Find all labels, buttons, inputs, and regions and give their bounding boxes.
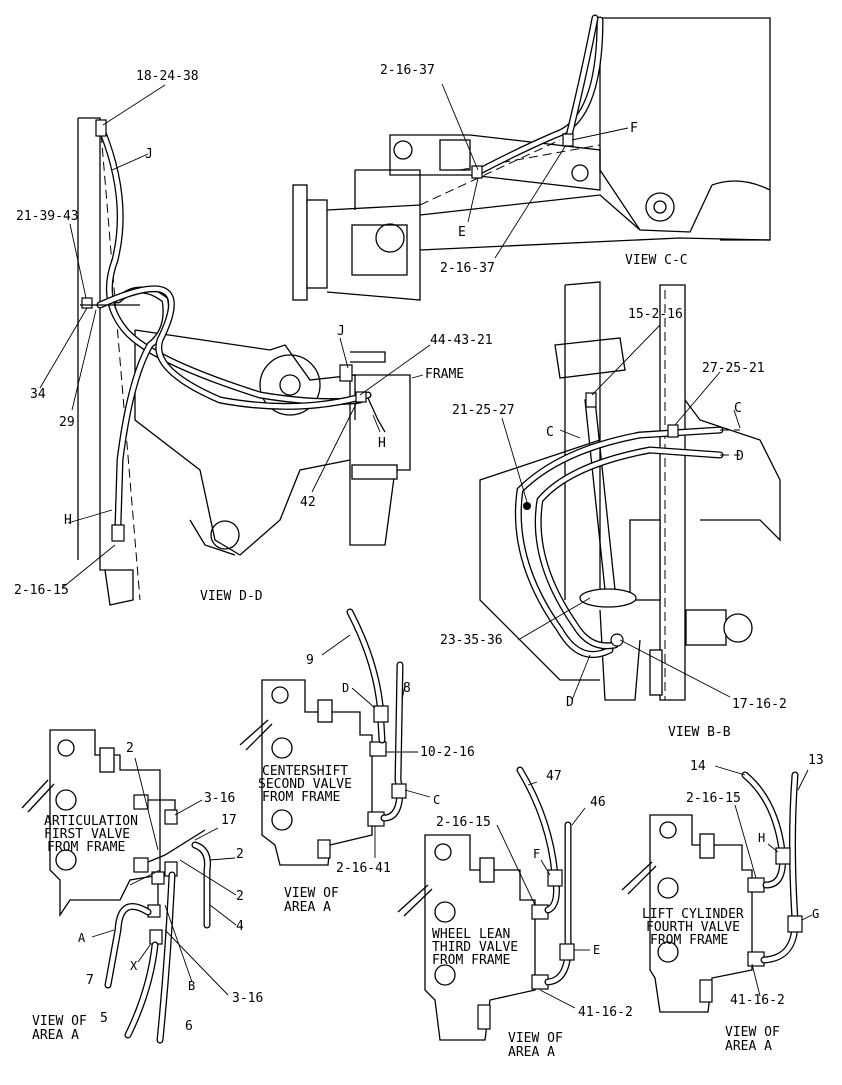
callout-d-d-h: H: [378, 436, 386, 451]
callout-d-d-18-24-38: 18-24-38: [136, 69, 199, 84]
view-area-a-2: 9 8 D 10-2-16 C 2-16-41 CENTERSHIFT SECO…: [239, 608, 475, 915]
callout-a1-a: A: [78, 931, 86, 945]
valve-label-a3-3: FROM FRAME: [432, 953, 510, 968]
view-title-a4-1: VIEW OF: [725, 1025, 780, 1040]
view-b-b: 15-2-16 27-25-21 C 21-25-27 C D 23-35-36…: [440, 281, 787, 740]
callout-b-b-15-2-16: 15-2-16: [628, 307, 683, 322]
callout-b-b-27-25-21: 27-25-21: [702, 361, 765, 376]
callout-d-d-42: 42: [300, 495, 316, 510]
callout-a2-d: D: [342, 681, 349, 695]
callout-a4-41-16-2: 41-16-2: [730, 993, 785, 1008]
callout-a2-8: 8: [403, 681, 411, 696]
view-title-b-b: VIEW B-B: [668, 725, 731, 740]
view-area-a-4: 14 13 2-16-15 H G 41-16-2 LIFT CYLINDER …: [621, 753, 824, 1054]
callout-d-d-34: 34: [30, 387, 46, 402]
callout-a2-9: 9: [306, 653, 314, 668]
view-title-a1-1: VIEW OF: [32, 1014, 87, 1029]
callout-a3-47: 47: [546, 769, 562, 784]
valve-label-a1-2: FIRST VALVE: [44, 827, 130, 842]
valve-label-a2-3: FROM FRAME: [262, 790, 340, 805]
callout-a1-6: 6: [185, 1019, 193, 1034]
callout-a1-5: 5: [100, 1011, 108, 1026]
callout-a2-2-16-41: 2-16-41: [336, 861, 391, 876]
callout-a4-2-16-15: 2-16-15: [686, 791, 741, 806]
view-title-a3-1: VIEW OF: [508, 1031, 563, 1046]
callout-a4-g: G: [812, 907, 819, 921]
callout-a4-13: 13: [808, 753, 824, 768]
valve-label-a3-2: THIRD VALVE: [432, 940, 518, 955]
view-title-a4-2: AREA A: [725, 1039, 772, 1054]
callout-a1-4: 4: [236, 919, 244, 934]
callout-b-b-d: D: [736, 449, 744, 464]
callout-b-b-17-16-2: 17-16-2: [732, 697, 787, 712]
callout-d-d-44-43-21: 44-43-21: [430, 333, 493, 348]
callout-d-d-h2: H: [64, 513, 72, 528]
callout-d-d-j2: J: [337, 324, 345, 339]
view-title-c-c: VIEW C-C: [625, 253, 688, 268]
callout-c-c-f: F: [630, 121, 638, 136]
valve-label-a2-2: SECOND VALVE: [258, 777, 352, 792]
callout-a1-2b: 2: [236, 847, 244, 862]
view-title-a2-2: AREA A: [284, 900, 331, 915]
callout-a3-2-16-15: 2-16-15: [436, 815, 491, 830]
callout-a1-17: 17: [221, 813, 237, 828]
callout-a1-3-16b: 3-16: [232, 991, 263, 1006]
view-area-a-1: 2 3-16 17 2 2 4 A X B 7 5 6 3-16 ARTICUL…: [21, 729, 263, 1044]
callout-b-b-21-25-27: 21-25-27: [452, 403, 515, 418]
callout-a3-46: 46: [590, 795, 606, 810]
callout-a2-10-2-16: 10-2-16: [420, 745, 475, 760]
valve-label-a4-3: FROM FRAME: [650, 933, 728, 948]
callout-a3-41-16-2: 41-16-2: [578, 1005, 633, 1020]
callout-d-d-2-16-15: 2-16-15: [14, 583, 69, 598]
callout-d-d-21-39-43: 21-39-43: [16, 209, 79, 224]
callout-c-c-2: 2-16-37: [440, 261, 495, 276]
callout-b-b-c: C: [734, 401, 742, 416]
callout-d-d-frame: FRAME: [425, 367, 464, 382]
valve-label-a4-2: FOURTH VALVE: [646, 920, 740, 935]
view-title-a1-2: AREA A: [32, 1028, 79, 1043]
view-title-a3-2: AREA A: [508, 1045, 555, 1060]
view-title-a2-1: VIEW OF: [284, 886, 339, 901]
view-c-c: 2-16-37 F E 2-16-37 VIEW C-C: [292, 14, 771, 301]
valve-label-a4-1: LIFT CYLINDER: [642, 907, 744, 922]
callout-b-b-23-35-36: 23-35-36: [440, 633, 503, 648]
valve-label-a1-3: FROM FRAME: [47, 840, 125, 855]
valve-label-a3-1: WHEEL LEAN: [432, 927, 510, 942]
view-title-d-d: VIEW D-D: [200, 589, 263, 604]
callout-a2-c: C: [433, 793, 440, 807]
callout-a1-3-16: 3-16: [204, 791, 235, 806]
callout-a4-14: 14: [690, 759, 706, 774]
callout-d-d-j: J: [145, 147, 153, 162]
callout-b-b-c2: C: [546, 425, 554, 440]
callout-c-c-e: E: [458, 225, 466, 240]
callout-a1-2: 2: [126, 741, 134, 756]
valve-label-a2-1: CENTERSHIFT: [262, 764, 348, 779]
callout-a4-h: H: [758, 831, 765, 845]
callout-a1-2c: 2: [236, 889, 244, 904]
callout-a3-f: F: [533, 847, 540, 861]
view-area-a-3: 47 46 2-16-15 F E 41-16-2 WHEEL LEAN THI…: [397, 766, 633, 1060]
callout-a1-x: X: [130, 959, 138, 973]
valve-label-a1-1: ARTICULATION: [44, 814, 138, 829]
callout-a1-7: 7: [86, 973, 94, 988]
callout-a1-b: B: [188, 979, 195, 993]
callout-d-d-29: 29: [59, 415, 75, 430]
callout-a3-e: E: [593, 943, 600, 957]
callout-c-c-1: 2-16-37: [380, 63, 435, 78]
view-d-d: 18-24-38 J 21-39-43 34 29 J 44-43-21 FRA…: [14, 69, 493, 606]
callout-b-b-d2: D: [566, 695, 574, 710]
